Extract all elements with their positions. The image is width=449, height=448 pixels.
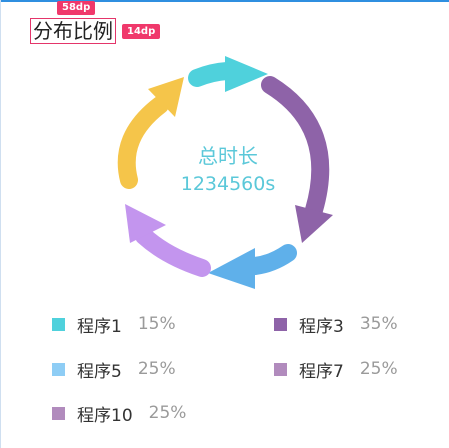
legend-item-1: 程序1 15% — [52, 312, 176, 337]
legend-item-5: 程序10 25% — [52, 401, 187, 426]
legend-percent: 35% — [359, 314, 398, 334]
legend-name: 程序5 — [77, 361, 122, 382]
width-dimension-badge: 58dp — [57, 1, 96, 15]
ring-segment-1 — [188, 56, 268, 92]
legend-swatch — [274, 362, 287, 376]
legend-item-3: 程序5 25% — [52, 357, 176, 382]
center-label: 总时长 — [198, 144, 258, 168]
legend-name: 程序3 — [299, 316, 344, 337]
title-box: 分布比例 — [30, 18, 116, 44]
center-total-value: 1234560s — [180, 173, 276, 195]
top-accent-line — [0, 0, 449, 2]
legend-item-2: 程序3 35% — [274, 312, 398, 337]
legend-swatch — [274, 317, 287, 331]
left-border-line — [0, 0, 1, 448]
ring-segment-5 — [117, 77, 184, 189]
legend-percent: 15% — [137, 314, 176, 334]
legend-swatch — [52, 317, 65, 331]
legend-percent: 25% — [359, 359, 398, 379]
legend-item-4: 程序7 25% — [274, 357, 398, 382]
ring-segment-2 — [261, 76, 333, 243]
ring-segment-3 — [208, 244, 297, 289]
legend-percent: 25% — [137, 359, 176, 379]
font-size-badge: 14dp — [122, 24, 161, 39]
ring-segment-4 — [125, 204, 211, 277]
legend-name: 程序10 — [77, 405, 133, 426]
legend-swatch — [52, 406, 65, 420]
page-title: 分布比例 — [33, 19, 113, 43]
legend-swatch — [52, 362, 65, 376]
legend-name: 程序7 — [299, 361, 344, 382]
cycle-ring-diagram — [117, 56, 333, 289]
legend-name: 程序1 — [77, 316, 122, 337]
legend-percent: 25% — [148, 403, 187, 423]
